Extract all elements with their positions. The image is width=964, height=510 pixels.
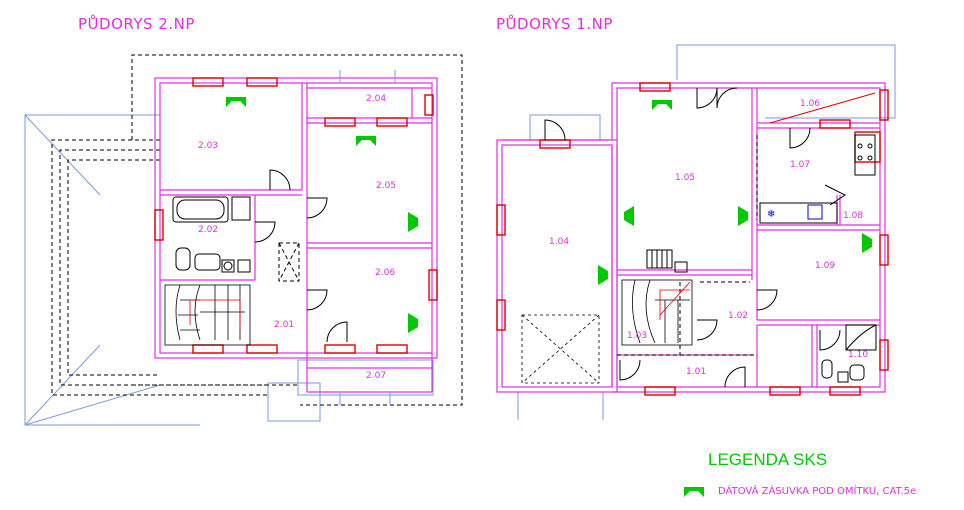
data-sockets [226,97,872,333]
room-label: 1.09 [815,261,835,271]
data-socket-icon [356,136,376,146]
floor1-outline [517,44,896,420]
floor2-balcony-markers [339,70,396,405]
data-socket-icon [226,97,246,107]
floor2-windows [154,77,438,354]
floor1-walls [496,82,886,393]
floor1-dashed-lines [617,135,758,356]
room-label: 1.08 [843,211,863,221]
room-label: 1.05 [675,173,695,183]
floor2-plan [24,54,463,426]
floor2-roof-outline [24,114,434,426]
floor1-doors [544,87,846,388]
room-label: 2.01 [274,320,294,330]
room-label: 1.06 [800,99,820,109]
floor2-overhang-outline [51,54,463,406]
floor1-title: PŮDORYS 1.NP [496,15,613,33]
room-labels: 2.03 2.04 2.05 2.02 2.06 2.01 2.07 1.04 … [198,94,868,381]
data-socket-icon [652,100,672,110]
data-socket-icon [738,206,748,226]
fan-icon: ❄ [767,209,775,220]
data-socket-icon [408,313,418,333]
floor2-staircase [164,284,251,346]
room-label: 1.03 [627,331,647,341]
room-label: 2.05 [376,181,396,191]
room-label: 2.02 [198,225,218,235]
room-label: 2.06 [375,268,395,278]
room-label: 1.02 [728,311,748,321]
legend-title: LEGENDA SKS [708,450,828,469]
room-label: 1.10 [848,350,868,360]
floor2-doors [254,169,348,343]
floor1-staircase [621,279,693,346]
floor1-terrace [521,314,600,384]
floor1-bathroom-fixtures [821,324,877,383]
room-label: 2.04 [366,94,386,104]
floor2-bathroom-fixtures [172,196,251,273]
floor1-plan: ❄ [496,44,896,420]
data-socket-icon [862,233,872,253]
room-label: 1.01 [686,367,706,377]
data-socket-icon [684,486,704,497]
data-socket-icon [408,212,418,232]
floor1-kitchen-fixtures [646,134,876,273]
floor2-title: PŮDORYS 2.NP [78,15,195,33]
data-socket-icon [624,206,634,226]
room-label: 1.07 [790,160,810,170]
room-label: 2.07 [366,371,386,381]
legend-item: DÁTOVÁ ZÁSUVKA POD OMÍTKU, CAT.5e [684,486,916,497]
data-socket-icon [598,265,608,285]
room-label: 2.03 [198,141,218,151]
room-label: 1.04 [549,237,569,247]
floor2-walls [154,77,438,393]
legend-item-label: DÁTOVÁ ZÁSUVKA POD OMÍTKU, CAT.5e [718,486,917,497]
